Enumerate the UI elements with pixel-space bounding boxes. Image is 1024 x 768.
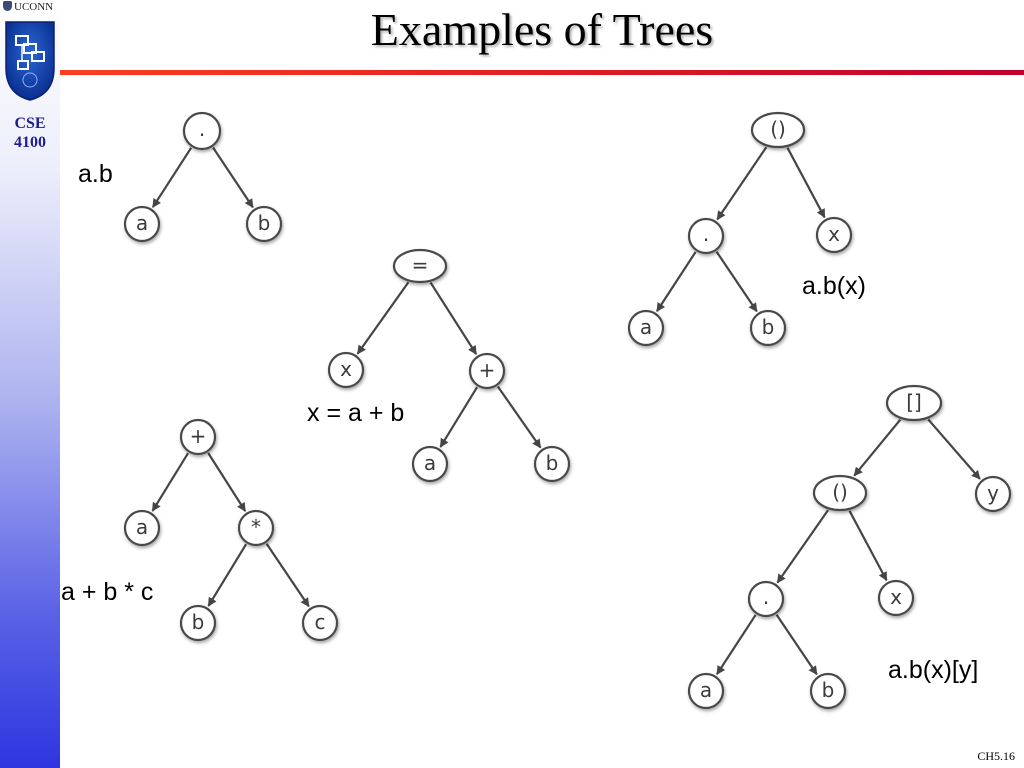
tree-node-plus: + xyxy=(468,352,506,390)
tree-edge xyxy=(786,147,826,219)
tree-edge xyxy=(775,614,818,676)
tree-edge xyxy=(927,418,981,480)
node-label: + xyxy=(190,424,207,448)
node-label: . xyxy=(703,222,709,246)
tree-node-x: x xyxy=(877,579,915,617)
tree-edge xyxy=(776,509,829,584)
expression-label: a.b xyxy=(78,160,113,188)
tree-a-plus-b-times-c: + a * b c xyxy=(123,418,339,642)
tree-edge xyxy=(439,386,479,448)
tree-node-a: a xyxy=(123,509,161,547)
tree-edge xyxy=(265,543,310,608)
tree-node-a: a xyxy=(687,672,725,710)
expression-label: a.b(x)[y] xyxy=(888,656,979,684)
tree-a-dot-b: . a b xyxy=(123,111,283,243)
tree-node-b: b xyxy=(809,672,847,710)
university-name: UCONN xyxy=(14,1,54,13)
tree-edge xyxy=(151,147,193,208)
node-label: x xyxy=(828,222,840,246)
course-number: 4100 xyxy=(14,134,46,151)
tree-edge xyxy=(207,452,247,512)
tree-node-x: x xyxy=(815,216,853,254)
course-subject: CSE xyxy=(14,115,46,132)
tree-edge xyxy=(151,452,189,512)
sidebar-gradient: UCONN CSE 4100 xyxy=(0,0,60,768)
department-logo-icon xyxy=(5,21,55,101)
node-label: . xyxy=(199,117,205,141)
tree-edge xyxy=(848,510,888,582)
node-label: () xyxy=(832,480,848,504)
tree-node-b: b xyxy=(245,205,283,243)
tree-edge xyxy=(853,418,902,477)
tree-edge xyxy=(207,543,248,607)
tree-edge xyxy=(656,251,697,313)
expression-label: x = a + b xyxy=(307,399,405,427)
tree-edge xyxy=(356,281,410,355)
node-label: a xyxy=(700,678,712,702)
node-label: b xyxy=(258,211,271,235)
node-label: a xyxy=(424,451,436,475)
tree-node-y: y xyxy=(974,475,1012,513)
tree-node-dot: . xyxy=(182,111,222,151)
tree-node-a: a xyxy=(123,205,161,243)
tree-node-star: * xyxy=(237,509,275,547)
tree-node-b: b xyxy=(749,309,787,347)
seal-icon xyxy=(3,1,12,11)
node-label: c xyxy=(315,610,326,634)
node-label: a xyxy=(136,515,148,539)
tree-node-c: c xyxy=(301,604,339,642)
tree-x-equals-a-plus-b: = x + a b xyxy=(327,248,571,483)
node-label: b xyxy=(192,610,205,634)
tree-node-call: () xyxy=(750,111,806,149)
tree-node-a: a xyxy=(411,445,449,483)
node-label: * xyxy=(251,515,261,539)
node-label: a xyxy=(136,211,148,235)
node-label: a xyxy=(640,315,652,339)
node-label: + xyxy=(479,358,496,382)
node-label: [] xyxy=(906,390,922,414)
tree-edge xyxy=(429,281,478,355)
tree-node-dot: . xyxy=(687,217,725,255)
node-label: y xyxy=(987,481,999,505)
slide-title: Examples of Trees xyxy=(370,4,714,55)
tree-edge xyxy=(716,146,768,221)
tree-node-x: x xyxy=(327,351,365,389)
title-divider xyxy=(60,70,1024,75)
node-label: x xyxy=(340,357,352,381)
tree-node-index: [] xyxy=(885,384,943,422)
tree-node-plus: + xyxy=(179,418,217,456)
slide-number: CH5.16 xyxy=(977,749,1015,763)
node-label: b xyxy=(822,678,835,702)
tree-node-a: a xyxy=(627,309,665,347)
node-label: b xyxy=(546,451,559,475)
node-label: . xyxy=(763,585,769,609)
expression-label: a + b * c xyxy=(61,578,154,606)
university-logo: UCONN xyxy=(3,1,53,13)
node-label: b xyxy=(762,315,775,339)
tree-edge xyxy=(212,147,254,209)
course-code: CSE 4100 xyxy=(0,114,60,152)
node-label: = xyxy=(412,253,429,277)
tree-edge xyxy=(496,385,542,449)
tree-node-b: b xyxy=(533,445,571,483)
expression-label: a.b(x) xyxy=(802,272,866,300)
tree-node-dot: . xyxy=(747,580,785,618)
node-label: () xyxy=(770,117,786,141)
tree-edge xyxy=(715,251,758,313)
tree-edge xyxy=(716,614,757,676)
node-label: x xyxy=(890,585,902,609)
tree-node-equals: = xyxy=(392,248,448,284)
tree-a-dot-b-call-x: () . x a b xyxy=(627,111,853,347)
tree-node-b: b xyxy=(179,604,217,642)
tree-node-call: () xyxy=(812,474,868,512)
tree-a-dot-b-call-x-index-y: [] () y . x a b xyxy=(687,384,1012,710)
